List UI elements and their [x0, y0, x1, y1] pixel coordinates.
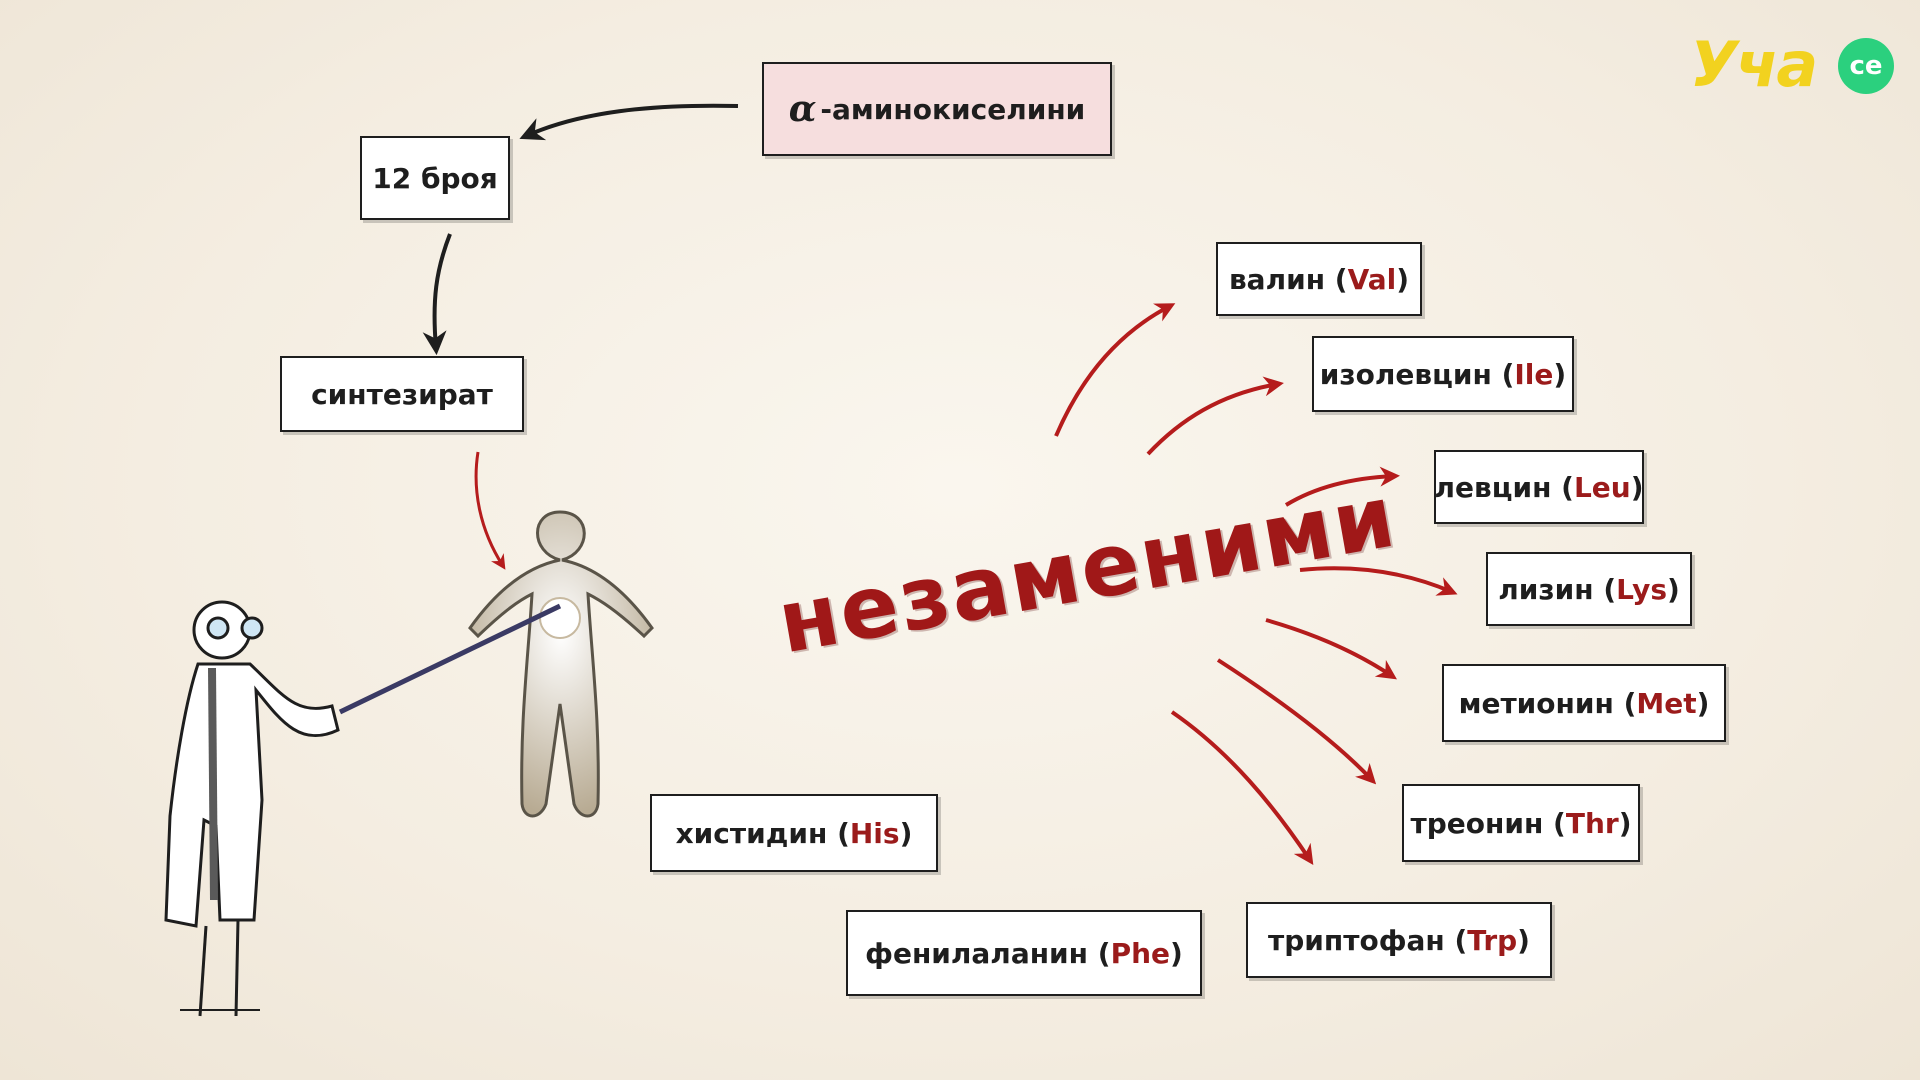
label-alpha-amino-acids: α -аминокиселини: [762, 62, 1112, 156]
acid-abbr: Trp: [1467, 923, 1518, 957]
acid-name: фенилаланин: [865, 936, 1089, 970]
alpha-symbol: α: [788, 88, 817, 130]
label-lysine: лизин (Lys): [1486, 552, 1692, 626]
acid-name: метионин: [1458, 686, 1614, 720]
label-tryptophan: триптофан (Trp): [1246, 902, 1552, 978]
arrow-to-val: [1054, 303, 1176, 437]
acid-abbr: Ile: [1514, 357, 1554, 391]
glasses-right: [240, 616, 264, 640]
label-count: 12 броя: [360, 136, 510, 220]
acid-name: лизин: [1498, 572, 1594, 606]
label-synthesize: синтезират: [280, 356, 524, 432]
arrow-count-to-synth: [422, 233, 452, 356]
label-histidine: хистидин (His): [650, 794, 938, 872]
arrow-to-lys: [1299, 566, 1458, 596]
acid-abbr: His: [849, 816, 900, 850]
arrow-amino-to-count: [519, 103, 739, 141]
label-leucine: левцин (Leu): [1434, 450, 1644, 524]
label-threonine: треонин (Thr): [1402, 784, 1640, 862]
acid-abbr: Thr: [1565, 806, 1619, 840]
arrow-to-ile: [1146, 376, 1284, 456]
logo-text: Уча: [1690, 28, 1818, 101]
acid-name: валин: [1228, 262, 1326, 296]
logo-badge: се: [1838, 38, 1894, 94]
acid-name: левцин: [1434, 470, 1552, 504]
acid-abbr: Phe: [1110, 936, 1171, 970]
amino-acids-text: -аминокиселини: [820, 92, 1086, 126]
label-valine: валин (Val): [1216, 242, 1422, 316]
label-phenylalanine: фенилаланин (Phe): [846, 910, 1202, 996]
body-highlight: [539, 597, 581, 639]
arrow-synth-to-body: [474, 451, 506, 570]
arrow-to-thr: [1216, 658, 1377, 785]
arrow-to-trp: [1170, 710, 1314, 865]
synthesize-text: синтезират: [311, 377, 493, 411]
acid-name: триптофан: [1268, 923, 1445, 957]
label-methionine: метионин (Met): [1442, 664, 1726, 742]
acid-name: треонин: [1410, 806, 1544, 840]
acid-name: изолевцин: [1319, 357, 1492, 391]
arrow-to-leu: [1284, 466, 1400, 507]
glasses-left: [206, 616, 230, 640]
acid-abbr: Lys: [1616, 572, 1667, 606]
acid-abbr: Met: [1636, 686, 1697, 720]
acid-abbr: Leu: [1573, 470, 1631, 504]
acid-abbr: Val: [1347, 262, 1397, 296]
count-text: 12 броя: [372, 161, 498, 195]
scientist-figure: [164, 600, 562, 1017]
label-isoleucine: изолевцин (Ile): [1312, 336, 1574, 412]
acid-name: хистидин: [675, 816, 828, 850]
arrow-to-met: [1265, 618, 1397, 680]
